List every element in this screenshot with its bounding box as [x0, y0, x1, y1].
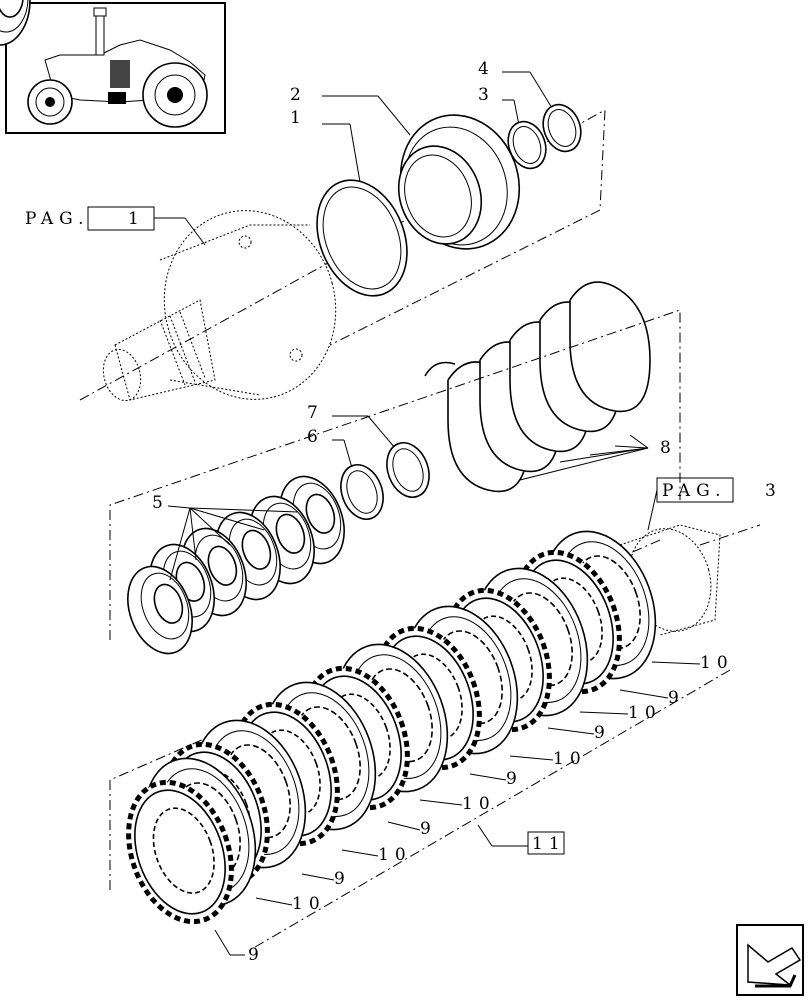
callout-5: 5 [152, 493, 169, 513]
callout-8: 8 [660, 438, 677, 458]
tractor-thumbnail-icon[interactable] [5, 2, 226, 134]
callout-10-c: 10 [553, 749, 587, 769]
part-4-ring[interactable] [537, 99, 587, 156]
callout-2: 2 [290, 85, 307, 105]
callout-10-d: 10 [462, 794, 496, 814]
part-7-ring[interactable] [380, 437, 437, 503]
next-page-arrow-icon[interactable] [736, 924, 804, 996]
part-5-disc-springs[interactable] [0, 0, 357, 664]
callout-10-e: 10 [378, 845, 412, 865]
callout-4: 4 [478, 59, 495, 79]
part-6-ring[interactable] [334, 459, 391, 525]
callout-10-f: 10 [292, 894, 326, 914]
pag-3-prefix: PAG. [662, 481, 727, 501]
part-3-ring[interactable] [502, 116, 552, 173]
pag-1-prefix: PAG. [25, 209, 90, 229]
callout-11: 11 [532, 834, 566, 854]
callout-3: 3 [478, 85, 495, 105]
callout-7: 7 [307, 403, 324, 423]
callout-9-f: 9 [248, 945, 265, 965]
callout-6: 6 [307, 427, 324, 447]
callout-9-e: 9 [334, 869, 351, 889]
callout-10-a: 10 [700, 653, 734, 673]
callout-9-d: 9 [420, 819, 437, 839]
callout-9-a: 9 [668, 688, 685, 708]
part-8-wave-springs[interactable] [424, 281, 651, 493]
callout-9-b: 9 [594, 723, 611, 743]
callout-1: 1 [290, 108, 307, 128]
clutch-drum-reference [102, 210, 337, 402]
pag-1-number[interactable]: 1 [128, 209, 145, 229]
part-1-ring[interactable] [301, 167, 424, 310]
callout-9-c: 9 [506, 769, 523, 789]
callout-10-b: 10 [628, 703, 662, 723]
part-2-seal-housing[interactable] [382, 98, 538, 265]
pag-3-number[interactable]: 3 [765, 481, 782, 501]
